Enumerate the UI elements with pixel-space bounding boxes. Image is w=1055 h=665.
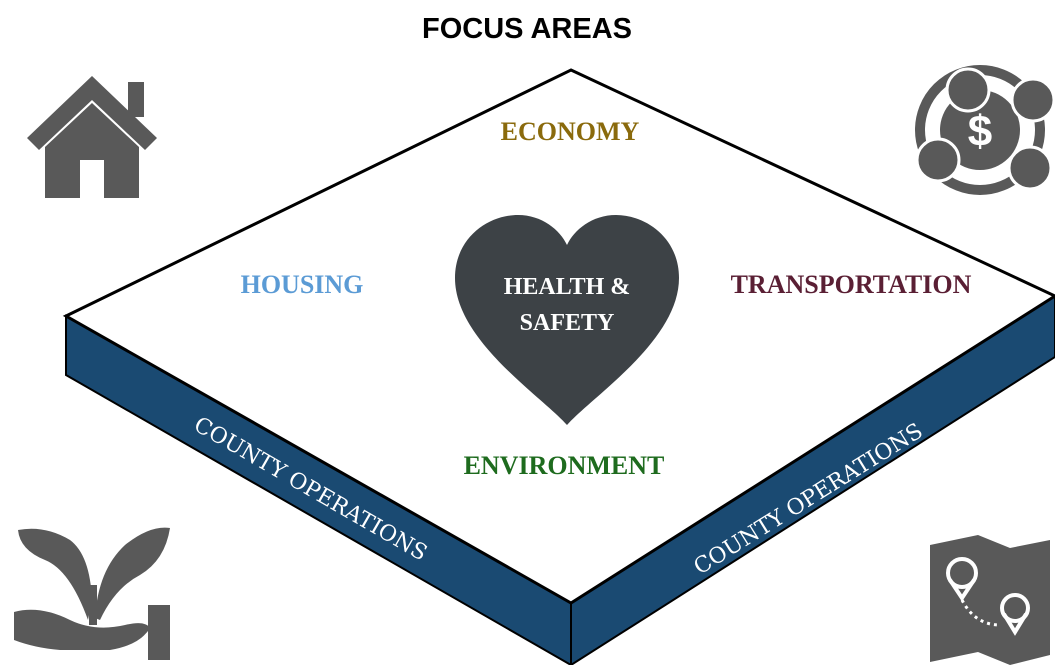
house-icon <box>27 76 157 198</box>
diagram-title: FOCUS AREAS <box>422 13 632 45</box>
health-safety-label-line2: SAFETY <box>520 310 615 336</box>
housing-label: HOUSING <box>241 270 364 299</box>
health-safety-label-line1: HEALTH & <box>504 274 630 300</box>
heart-icon <box>455 215 679 425</box>
dollar-cycle-icon: $ <box>915 65 1055 195</box>
economy-label: ECONOMY <box>501 117 640 146</box>
plant-in-hand-icon <box>14 527 170 660</box>
environment-label: ENVIRONMENT <box>464 451 665 480</box>
transportation-label: TRANSPORTATION <box>731 270 972 299</box>
svg-text:$: $ <box>968 107 992 156</box>
map-pins-icon <box>930 535 1050 665</box>
